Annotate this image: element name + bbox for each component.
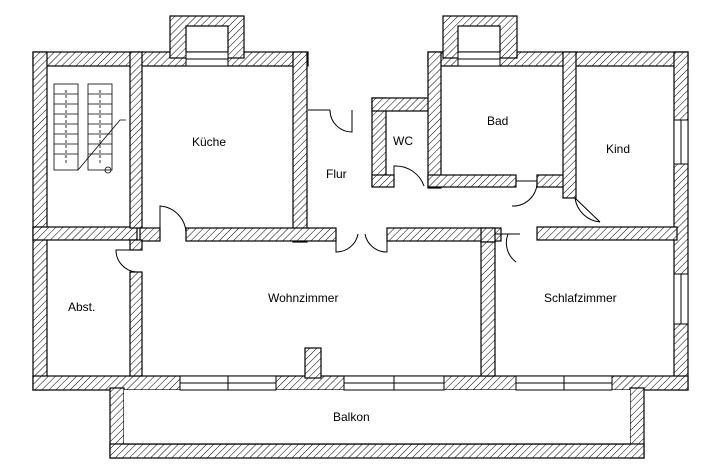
- wall-kueche-bottom-b: [185, 227, 337, 242]
- wall-wc-top: [371, 97, 431, 112]
- wall-stair-bottom: [32, 226, 138, 241]
- wall-wohn-stub: [304, 347, 322, 379]
- door-bad: [511, 180, 538, 207]
- wall-balkon-bottom: [109, 443, 645, 459]
- room-label-bad: Bad: [487, 114, 508, 128]
- wall-schlaf-left-a: [480, 227, 496, 243]
- room-label-abst: Abst.: [68, 300, 95, 314]
- wall-stair-kueche: [129, 51, 143, 229]
- interiors: [124, 26, 630, 444]
- room-label-flur: Flur: [326, 167, 347, 181]
- room-label-balkon: Balkon: [333, 410, 370, 424]
- wall-bad-kind: [562, 51, 577, 199]
- doors: [115, 109, 601, 273]
- room-label-wc: WC: [393, 134, 413, 148]
- door-wc: [393, 165, 425, 187]
- door-flur-entry: [308, 109, 353, 133]
- wall-abst-right-b: [129, 271, 143, 377]
- door-abst: [115, 249, 137, 273]
- door-kind: [574, 197, 601, 223]
- wall-kind-bottom-a: [536, 226, 678, 241]
- wall-abst-right-a: [129, 239, 143, 251]
- wall-bad-bottom-a: [427, 174, 517, 188]
- windows: [179, 51, 689, 391]
- wall-kueche-bottom-a: [139, 227, 161, 242]
- door-schlaf: [495, 233, 520, 263]
- wall-wc-right: [427, 51, 442, 189]
- wall-outer-right: [673, 51, 689, 391]
- room-label-kueche: Küche: [192, 135, 226, 149]
- wall-schlaf-left-b: [480, 241, 496, 377]
- room-label-wohnzimmer: Wohnzimmer: [268, 291, 338, 305]
- room-labels: Küche Flur WC Bad Kind Abst. Wohnzimmer …: [68, 114, 630, 424]
- room-label-kind: Kind: [606, 142, 630, 156]
- door-wohn-right: [364, 233, 388, 253]
- wall-outer-left: [32, 51, 48, 391]
- wall-kueche-right: [292, 51, 308, 243]
- door-kueche: [159, 205, 187, 235]
- wall-wc-bottom: [371, 174, 395, 188]
- door-wohn-left: [335, 233, 359, 253]
- room-label-schlafzimmer: Schlafzimmer: [544, 291, 617, 305]
- staircase: [53, 83, 126, 174]
